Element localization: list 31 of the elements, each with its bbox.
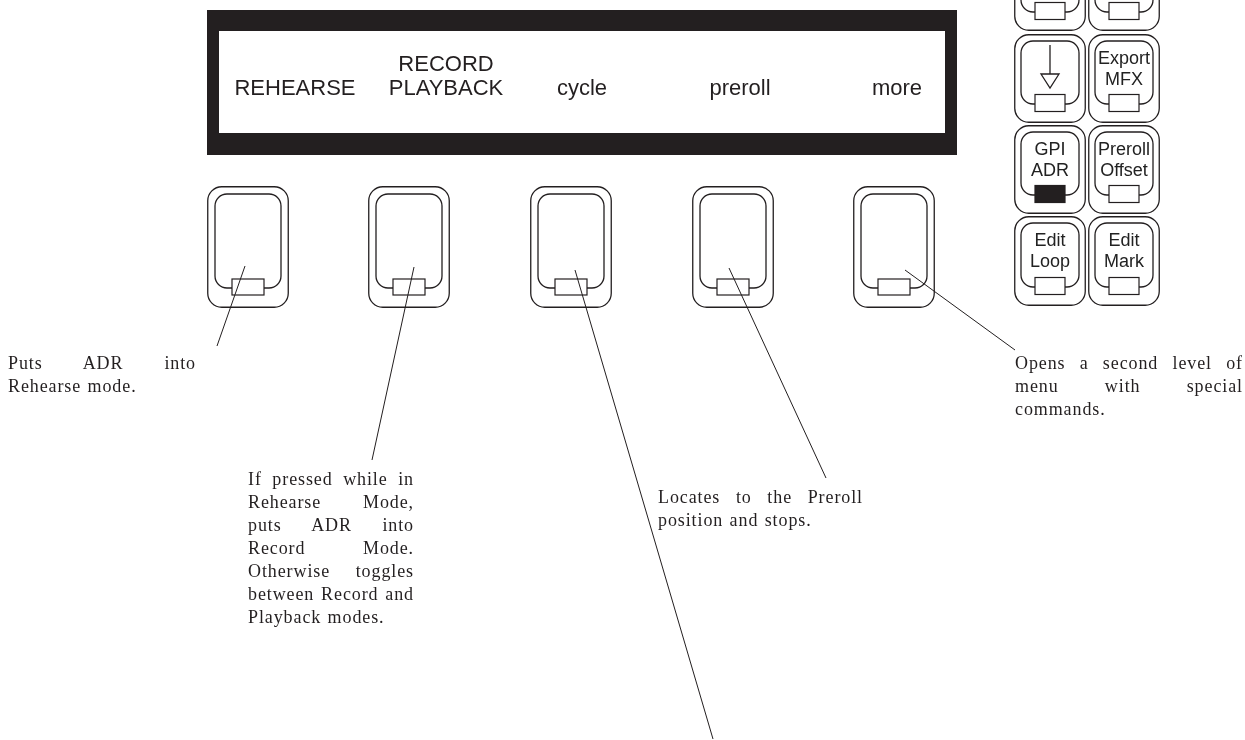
leader-line [574,269,714,740]
callout-text: Puts ADR into Rehearse mode. [8,352,196,398]
leader-line [216,265,246,347]
key-label: Edit Mark [1103,230,1145,272]
soft-key [853,186,935,308]
key-label: Export MFX [1097,48,1151,90]
keypad-key [1088,125,1160,214]
display-label: cycle [555,76,609,100]
key-label: GPI ADR [1030,139,1070,181]
keypad-key [1014,216,1086,306]
keypad-key [1014,34,1086,123]
soft-key [207,186,289,308]
display-label: more [870,76,924,100]
display-label: REHEARSE [233,76,357,100]
keypad-key [1014,125,1086,214]
keypad-key [1088,216,1160,306]
callout-text: Opens a second level of menu with special commands. [1015,352,1243,421]
soft-key [368,186,450,308]
lcd-display [207,10,957,155]
leader-line [728,267,827,479]
soft-key [692,186,774,308]
leader-line [904,269,1016,351]
display-label: RECORD PLAYBACK [387,52,505,100]
display-label: preroll [708,76,772,100]
callout-text: If pressed while in Rehearse Mode, puts ADR into Record Mode. Otherwise toggles between Record and Playback modes. [248,468,414,629]
key-label: Preroll Offset [1097,139,1151,181]
leader-line [371,266,415,461]
keypad-key [1088,34,1160,123]
key-label: Edit Loop [1028,230,1071,272]
callout-text: Locates to the Preroll position and stops. [658,486,863,532]
soft-key [530,186,612,308]
